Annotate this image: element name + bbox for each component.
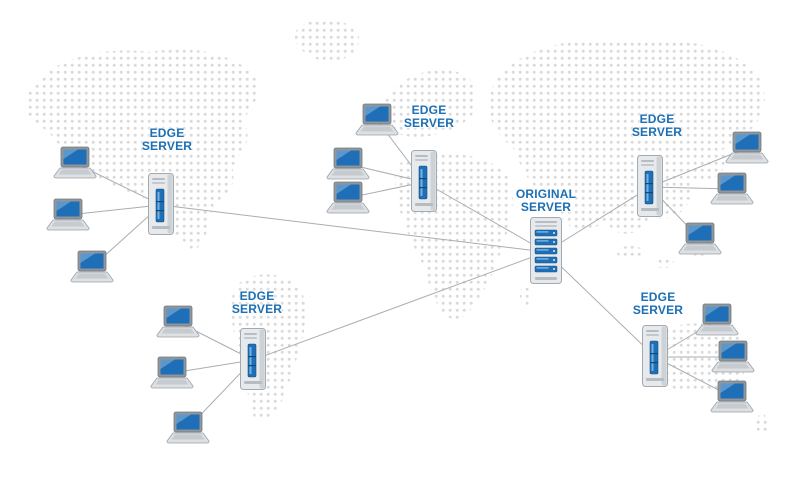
edge-server-icon [642,325,668,387]
connection-line [545,186,651,253]
laptop-icon [725,131,769,164]
laptop-icon [711,340,755,373]
edge-server-label-line-1: SERVER [403,116,455,130]
laptop-icon [710,380,754,413]
laptop-icon [46,198,90,231]
edge-server-label-line-1: SERVER [141,139,193,153]
original-server-label-line-0: ORIGINAL [515,187,577,201]
edge-server-label-line-0: EDGE [149,126,185,140]
laptop-10 [155,305,201,339]
connection-line [67,204,162,216]
edge-server-label-line-0: EDGE [411,103,447,117]
laptop-5 [325,147,371,181]
original-server [528,216,564,288]
original-server-icon [530,217,562,284]
connection-line [423,181,547,253]
laptop-2 [45,198,91,232]
edge-server-southwest [237,327,269,393]
laptop-icon [326,181,370,214]
laptop-icon [678,222,722,255]
laptop-7 [724,131,770,165]
edge-server-label-line-0: EDGE [239,289,275,303]
laptop-14 [710,340,756,374]
edge-server-southeast [639,324,671,390]
laptop-icon [70,250,114,283]
edge-server-north [408,149,440,215]
laptop-6 [325,181,371,215]
edge-server-northeast [634,154,666,220]
connection-line [545,251,656,358]
laptop-icon [326,147,370,180]
laptop-12 [165,411,211,445]
laptop-1 [52,146,98,180]
edge-server-icon [148,173,174,235]
laptop-15 [709,380,755,414]
edge-server-label-line-1: SERVER [231,302,283,316]
connection-line [160,204,547,253]
edge-server-icon [637,155,663,217]
edge-server-label-line-1: SERVER [632,303,684,317]
laptop-3 [69,250,115,284]
edge-server-northwest [145,172,177,238]
original-server-label-line-1: SERVER [520,200,572,214]
edge-server-icon [240,328,266,390]
laptop-9 [677,222,723,256]
edge-server-label-line-0: EDGE [639,112,675,126]
laptop-4 [354,103,400,137]
laptop-11 [149,356,195,390]
edge-server-label-line-1: SERVER [631,125,683,139]
laptop-icon [166,411,210,444]
laptop-13 [694,303,740,337]
laptop-icon [695,303,739,336]
edge-server-label-line-0: EDGE [640,290,676,304]
laptop-icon [355,103,399,136]
connection-line [252,251,547,361]
laptop-icon [150,356,194,389]
laptop-8 [709,172,755,206]
edge-server-icon [411,150,437,212]
laptop-icon [53,146,97,179]
laptop-icon [710,172,754,205]
laptop-icon [156,305,200,338]
